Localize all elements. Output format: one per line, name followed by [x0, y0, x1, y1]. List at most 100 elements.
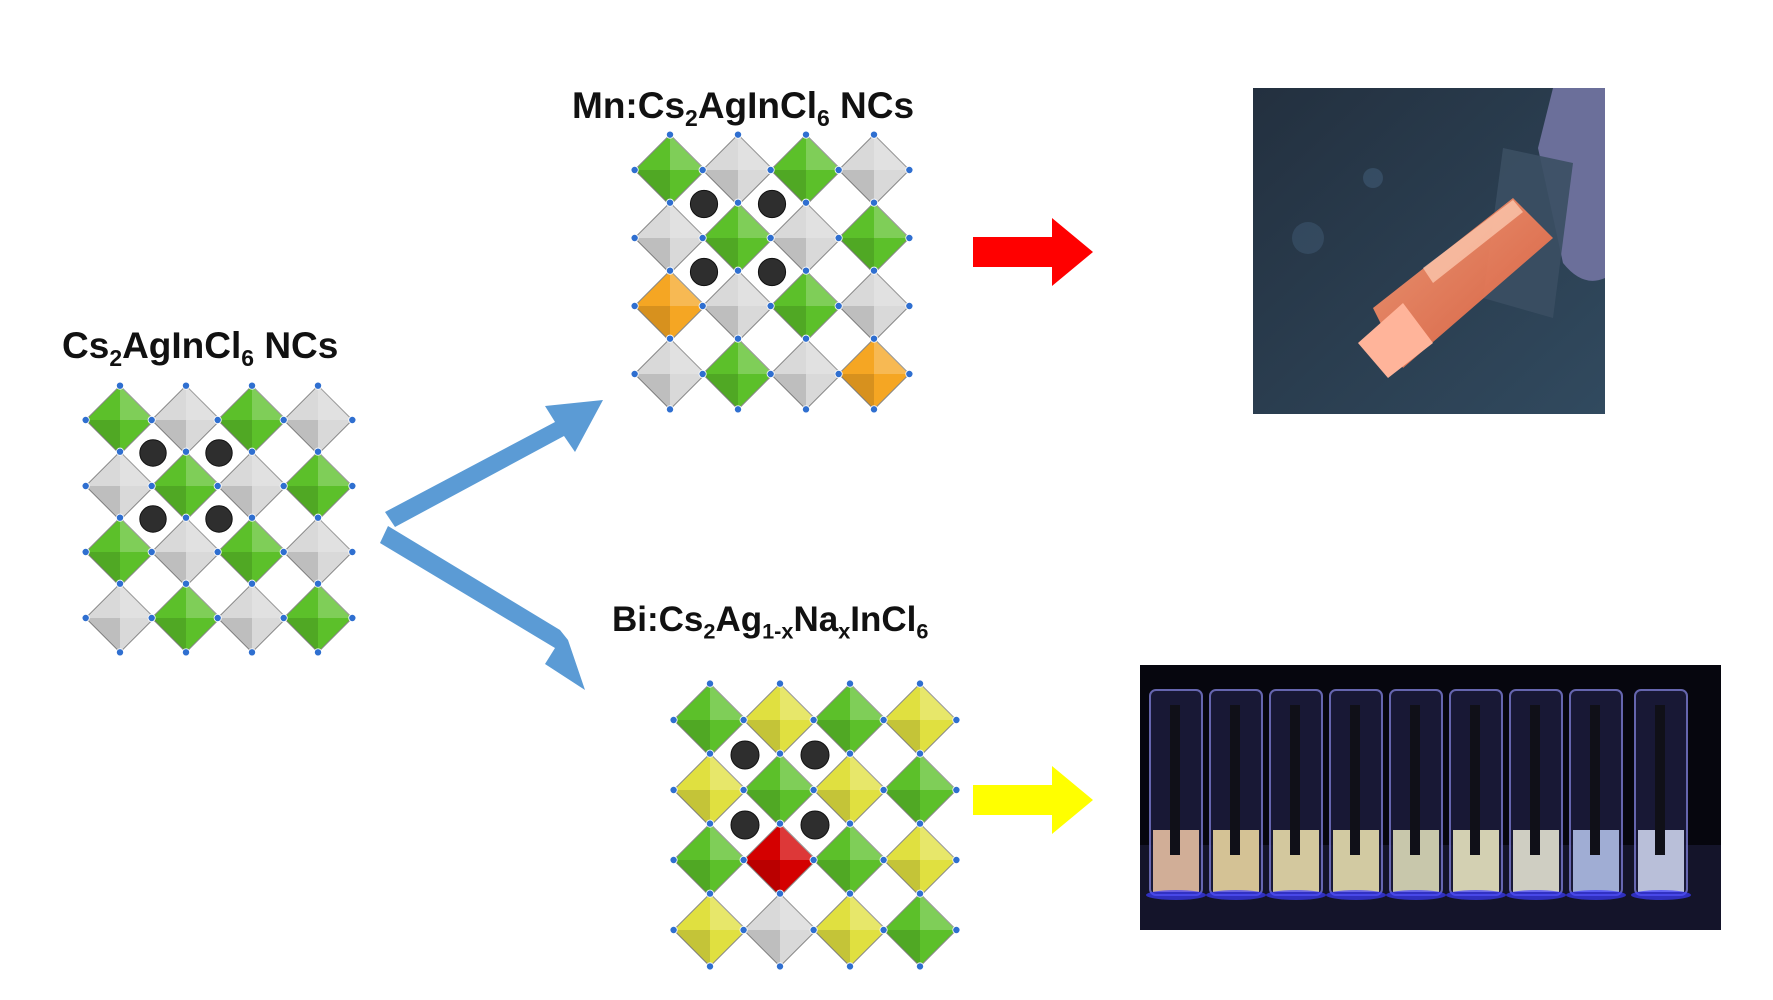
- octahedron-face: [920, 753, 957, 790]
- cl-atom: [213, 415, 222, 424]
- cl-atom: [905, 165, 914, 174]
- octahedron-shade: [283, 618, 318, 653]
- octahedron-face: [318, 517, 353, 552]
- cl-atom: [879, 926, 888, 935]
- octahedron-shade: [702, 170, 738, 206]
- octahedron-face: [780, 753, 817, 790]
- cl-atom: [952, 716, 961, 725]
- octahedron-face: [920, 893, 957, 930]
- cs-atom: [757, 257, 787, 287]
- octahedron-face: [874, 270, 910, 306]
- octahedron-face: [806, 202, 842, 238]
- cl-atom: [81, 481, 90, 490]
- crystal-structure-host: [81, 381, 357, 657]
- photo-mn-cuvette-emission: [1253, 88, 1605, 414]
- cl-atom: [706, 962, 715, 971]
- cl-atom: [669, 716, 678, 725]
- cl-atom: [698, 233, 707, 242]
- octahedron-face: [710, 683, 747, 720]
- octahedron-face: [806, 338, 842, 374]
- cl-atom: [870, 405, 879, 414]
- crystal-structure-bi-doped: [669, 679, 961, 971]
- octahedron-shade: [151, 486, 186, 521]
- cl-atom: [116, 513, 125, 522]
- octahedron-face: [120, 583, 155, 618]
- cl-atom: [181, 381, 190, 390]
- octahedron-face: [186, 583, 221, 618]
- label-bi-doped-alloy: Bi:Cs2Ag1-xNaxInCl6: [612, 600, 928, 642]
- cl-atom: [952, 856, 961, 865]
- octahedron-shade: [770, 374, 806, 410]
- cl-atom: [698, 369, 707, 378]
- octahedron-face: [120, 385, 155, 420]
- octahedron-shade: [883, 790, 920, 827]
- octahedron-shade: [283, 486, 318, 521]
- octahedron-shade: [743, 790, 780, 827]
- cl-atom: [739, 786, 748, 795]
- cs-atom: [205, 439, 233, 467]
- vial-stir-rod: [1350, 705, 1360, 855]
- cs-atom: [730, 810, 760, 840]
- arrow-to-bi: [380, 526, 585, 690]
- cl-atom: [809, 926, 818, 935]
- cl-atom: [181, 579, 190, 588]
- vial-stir-rod: [1230, 705, 1240, 855]
- cl-atom: [916, 679, 925, 688]
- cl-atom: [916, 889, 925, 898]
- subscript: x: [838, 618, 851, 644]
- octahedron-shade: [883, 720, 920, 757]
- octahedron-shade: [217, 618, 252, 653]
- octahedron-shade: [813, 930, 850, 967]
- vial-uv-glow: [1566, 890, 1626, 900]
- cl-atom: [147, 614, 156, 623]
- cs-atom: [139, 439, 167, 467]
- crystal-structure-mn-doped: [630, 130, 914, 414]
- cl-atom: [706, 679, 715, 688]
- cl-atom: [766, 233, 775, 242]
- cl-atom: [116, 447, 125, 456]
- cl-atom: [630, 165, 639, 174]
- octahedron-shade: [813, 790, 850, 827]
- octahedron-shade: [770, 170, 806, 206]
- octahedron-face: [874, 338, 910, 374]
- cl-atom: [870, 334, 879, 343]
- cl-atom: [666, 405, 675, 414]
- vial-uv-glow: [1206, 890, 1266, 900]
- vial-stir-rod: [1170, 705, 1180, 855]
- cl-atom: [279, 415, 288, 424]
- octahedron-shade: [673, 720, 710, 757]
- label-mn-doped-nanocrystals: Mn:Cs2AgInCl6 NCs: [572, 85, 914, 129]
- subscript: 6: [817, 105, 830, 132]
- cl-atom: [348, 415, 357, 424]
- cl-atom: [313, 579, 322, 588]
- octahedron-shade: [85, 552, 120, 587]
- arrow-to-mn: [385, 400, 603, 527]
- cl-atom: [952, 786, 961, 795]
- cl-atom: [879, 856, 888, 865]
- cl-atom: [313, 447, 322, 456]
- octahedron-face: [850, 683, 887, 720]
- cl-atom: [213, 548, 222, 557]
- subscript: 2: [109, 345, 123, 372]
- cl-atom: [147, 481, 156, 490]
- cl-atom: [776, 749, 785, 758]
- cl-atom: [905, 301, 914, 310]
- arrow-bi-emission: [973, 766, 1093, 834]
- label-host-nanocrystals: Cs2AgInCl6 NCs: [62, 325, 338, 369]
- cl-atom: [181, 447, 190, 456]
- cl-atom: [666, 130, 675, 139]
- cl-atom: [809, 716, 818, 725]
- vial-uv-glow: [1266, 890, 1326, 900]
- cl-atom: [776, 889, 785, 898]
- cl-atom: [116, 579, 125, 588]
- octahedron-face: [120, 517, 155, 552]
- cl-atom: [776, 962, 785, 971]
- octahedron-shade: [217, 486, 252, 521]
- octahedron-face: [252, 517, 287, 552]
- cl-atom: [879, 786, 888, 795]
- cl-atom: [739, 716, 748, 725]
- cl-atom: [181, 513, 190, 522]
- cl-atom: [802, 405, 811, 414]
- cl-atom: [698, 301, 707, 310]
- cl-atom: [734, 266, 743, 275]
